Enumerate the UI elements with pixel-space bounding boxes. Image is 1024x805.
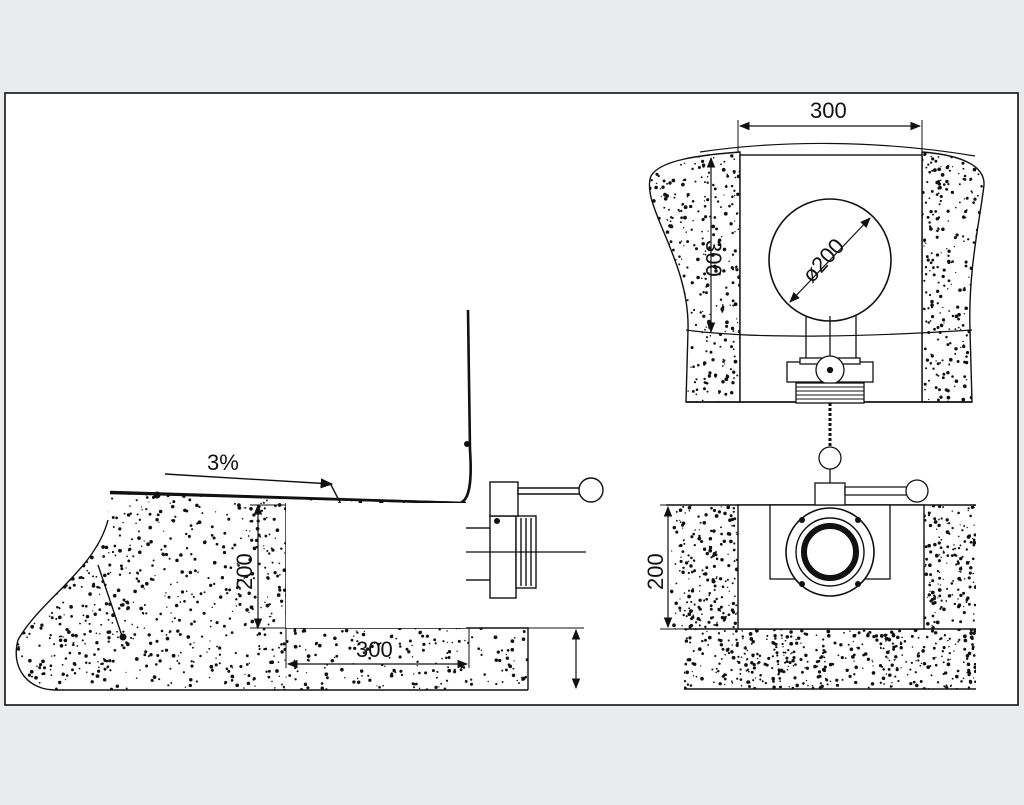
side-liner	[109, 309, 472, 505]
dim-side-300: 300	[356, 637, 393, 662]
front-valve	[769, 479, 929, 597]
side-rebar	[97, 564, 123, 637]
top-view: 300 300 ø200	[648, 98, 985, 450]
dim-top-300-vertical: 300	[701, 240, 726, 277]
dim-front-200: 200	[643, 553, 668, 590]
dim-top-300-horizontal: 300	[810, 98, 847, 123]
front-view: 200	[643, 446, 976, 690]
slope-label: 3%	[207, 450, 239, 475]
side-pit	[286, 503, 466, 628]
slope-arrow	[164, 473, 334, 489]
side-view: 3% 200 120 200 300	[15, 309, 604, 691]
dim-side-200-vertical: 200	[232, 553, 257, 590]
